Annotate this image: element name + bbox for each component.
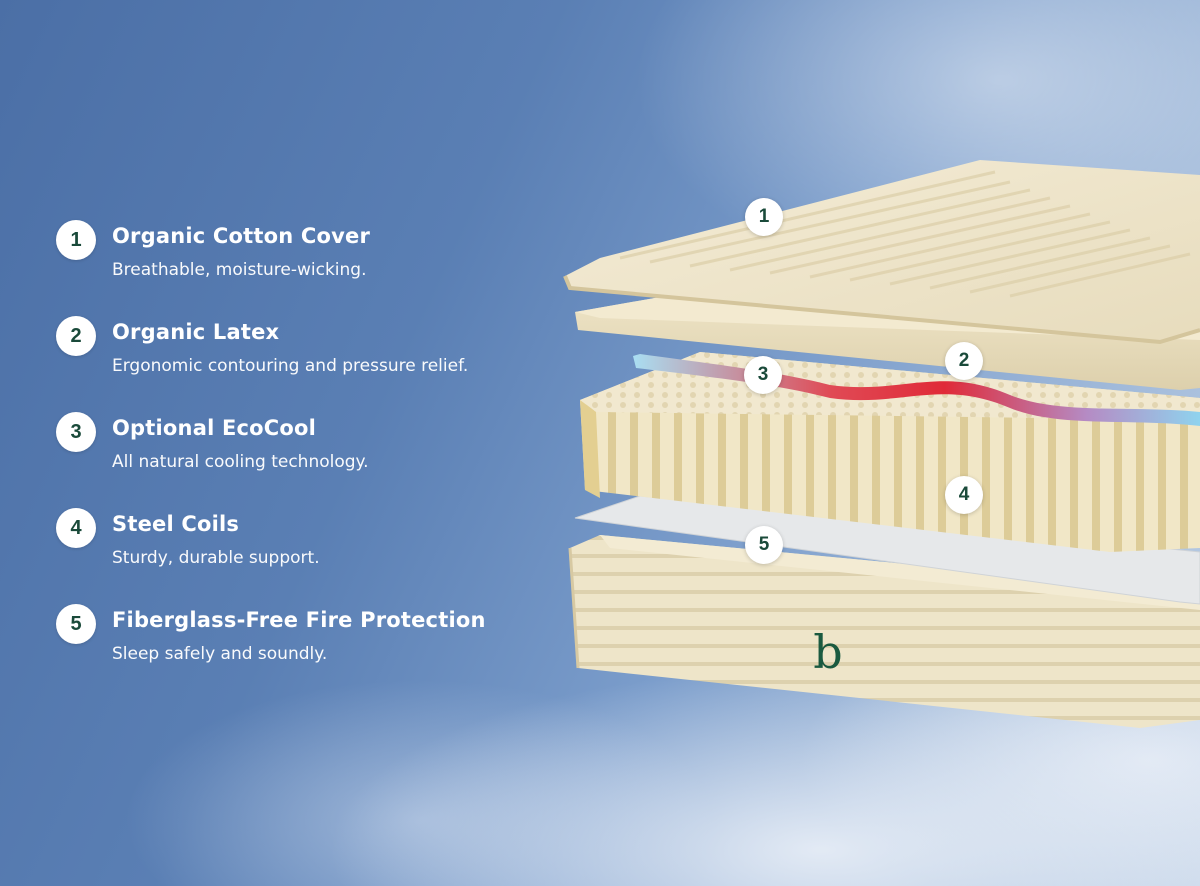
ecocool-cooling-strip — [633, 354, 1200, 426]
feature-number-badge: 1 — [56, 220, 96, 260]
fire-protection-layer — [574, 495, 1200, 605]
feature-number-badge: 4 — [56, 508, 96, 548]
feature-number-badge: 2 — [56, 316, 96, 356]
callout-badge-steel-coils: 4 — [945, 476, 983, 514]
brand-logo: b — [813, 625, 842, 679]
feature-title: Optional EcoCool — [112, 416, 317, 440]
feature-description: Breathable, moisture-wicking. — [112, 260, 367, 280]
feature-description: All natural cooling technology. — [112, 452, 369, 472]
callout-badge-cotton-cover: 1 — [745, 198, 783, 236]
feature-description: Sturdy, durable support. — [112, 548, 320, 568]
feature-number-badge: 5 — [56, 604, 96, 644]
feature-item-ecocool: 3 Optional EcoCool All natural cooling t… — [56, 410, 576, 506]
callout-badge-latex: 2 — [945, 342, 983, 380]
callout-badge-ecocool: 3 — [744, 356, 782, 394]
feature-list: 1 Organic Cotton Cover Breathable, moist… — [56, 218, 576, 698]
feature-title: Fiberglass-Free Fire Protection — [112, 608, 486, 632]
feature-item-latex: 2 Organic Latex Ergonomic contouring and… — [56, 314, 576, 410]
feature-title: Steel Coils — [112, 512, 240, 536]
feature-description: Sleep safely and soundly. — [112, 644, 328, 664]
feature-item-cotton-cover: 1 Organic Cotton Cover Breathable, moist… — [56, 218, 576, 314]
callout-badge-fire-protection: 5 — [745, 526, 783, 564]
feature-number-badge: 3 — [56, 412, 96, 452]
feature-title: Organic Cotton Cover — [112, 224, 371, 248]
feature-item-steel-coils: 4 Steel Coils Sturdy, durable support. — [56, 506, 576, 602]
feature-title: Organic Latex — [112, 320, 280, 344]
feature-item-fire-protection: 5 Fiberglass-Free Fire Protection Sleep … — [56, 602, 576, 698]
feature-description: Ergonomic contouring and pressure relief… — [112, 356, 469, 376]
cotton-cover-layer — [563, 160, 1200, 345]
